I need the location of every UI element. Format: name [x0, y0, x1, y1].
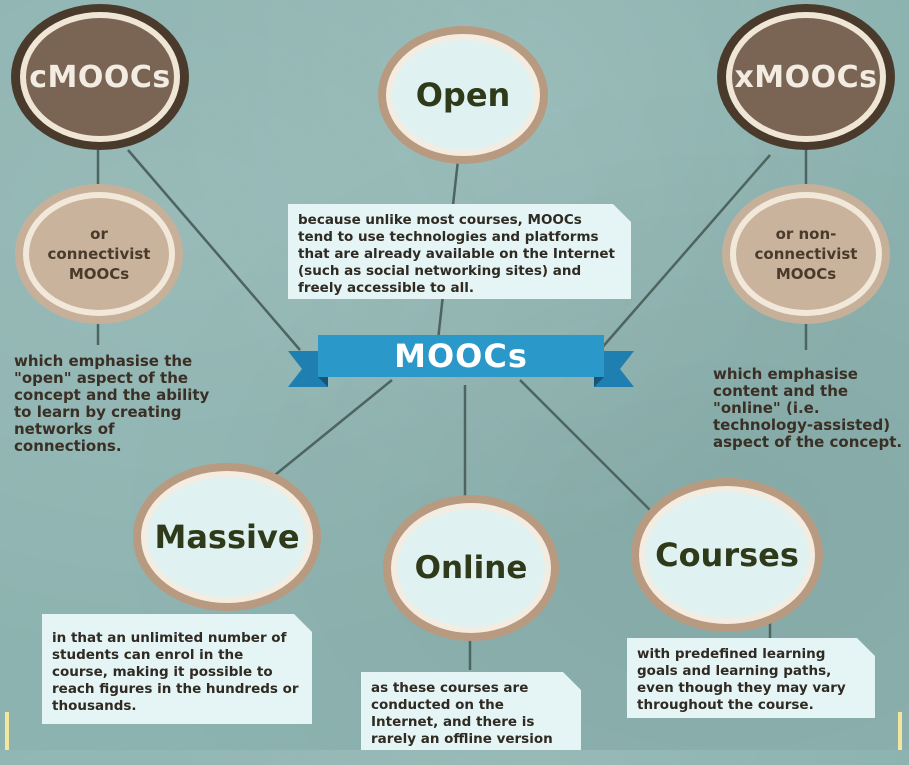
scalloped-badge-icon	[631, 478, 823, 632]
line-xmoocs-center	[599, 154, 771, 351]
ribbon-banner-icon	[288, 335, 634, 387]
massive-label: Massive	[154, 518, 300, 556]
scalloped-badge-icon	[15, 184, 183, 324]
scalloped-badge-icon	[133, 463, 321, 611]
cmoocs-sub-badge: or connectivist MOOCs	[14, 183, 184, 325]
scalloped-badge-icon	[11, 4, 189, 150]
line-cmoocs-center	[127, 149, 301, 351]
xmoocs-sub-label: or non-connectivist MOOCs	[754, 225, 858, 283]
online-label: Online	[414, 550, 528, 586]
cmoocs-badge: cMOOCs	[9, 2, 191, 152]
online-badge: Online	[382, 494, 560, 642]
cmoocs-label: cMOOCs	[29, 59, 171, 95]
banner-title: MOOCs	[394, 337, 528, 375]
open-badge: Open	[377, 25, 549, 165]
courses-badge: Courses	[630, 477, 824, 633]
online-description-note: as these courses are conducted on the In…	[361, 672, 581, 750]
xmoocs-description: which emphasise content and the "online"…	[713, 365, 903, 451]
cmoocs-sub-label: or connectivist MOOCs	[47, 225, 151, 283]
scalloped-badge-icon	[378, 26, 548, 164]
scalloped-badge-icon	[722, 184, 890, 324]
scalloped-badge-icon	[717, 4, 895, 150]
courses-description-note: with predefined learning goals and learn…	[627, 638, 875, 718]
xmoocs-label: xMOOCs	[734, 59, 878, 95]
xmoocs-sub-badge: or non-connectivist MOOCs	[721, 183, 891, 325]
xmoocs-badge: xMOOCs	[715, 2, 897, 152]
line-center-courses	[519, 379, 651, 511]
moocs-banner: MOOCs	[288, 333, 634, 391]
open-description-note: because unlike most courses, MOOCs tend …	[288, 204, 631, 299]
cmoocs-description: which emphasise the "open" aspect of the…	[14, 352, 210, 455]
edge-accent-right	[898, 712, 902, 750]
scalloped-badge-icon	[383, 495, 559, 641]
line-center-massive	[274, 379, 393, 476]
massive-badge: Massive	[132, 462, 322, 612]
courses-label: Courses	[655, 536, 799, 574]
edge-accent-left	[5, 712, 9, 750]
open-label: Open	[415, 76, 511, 114]
massive-description-note: in that an unlimited number of students …	[42, 614, 312, 724]
